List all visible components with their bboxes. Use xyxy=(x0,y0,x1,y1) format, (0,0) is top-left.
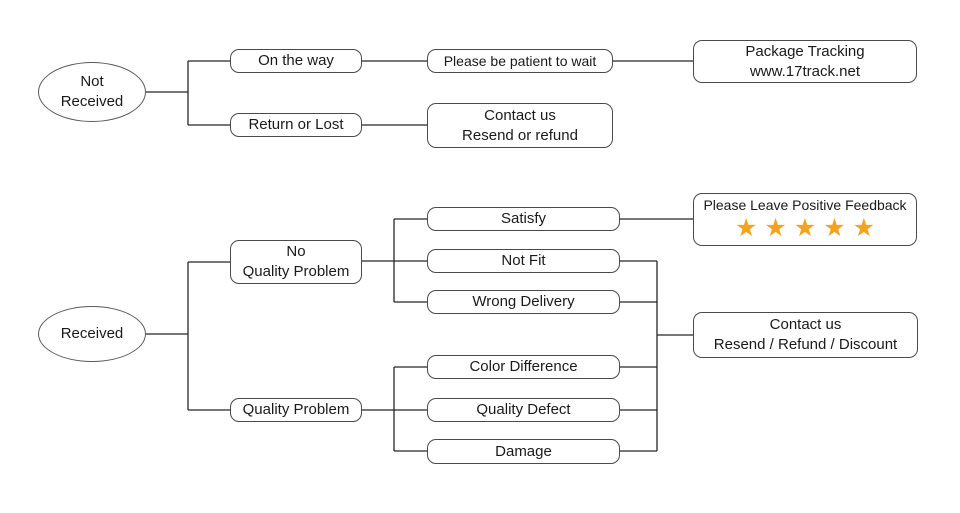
node-color-difference-label: Color Difference xyxy=(469,358,578,375)
node-damage: Damage xyxy=(427,439,620,464)
node-color-difference: Color Difference xyxy=(427,355,620,379)
node-quality-problem-label: Quality Problem xyxy=(242,401,350,418)
connectors-right-merge xyxy=(620,218,693,452)
node-received: Received xyxy=(38,306,146,362)
node-contact-resend-refund-line2: Resend or refund xyxy=(462,126,578,144)
connectors-not-received-branch xyxy=(146,60,693,126)
node-positive-feedback-title: Please Leave Positive Feedback xyxy=(703,197,907,213)
node-contact-discount-line2: Resend / Refund / Discount xyxy=(713,336,898,353)
node-wrong-delivery-label: Wrong Delivery xyxy=(472,293,575,310)
star-rating-icon: ★★★★★ xyxy=(734,214,883,242)
node-positive-feedback: Please Leave Positive Feedback ★★★★★ xyxy=(693,193,917,246)
node-no-quality-problem: No Quality Problem xyxy=(230,240,362,284)
node-be-patient: Please be patient to wait xyxy=(427,49,613,73)
node-wrong-delivery: Wrong Delivery xyxy=(427,290,620,314)
node-package-tracking: Package Tracking www.17track.net xyxy=(693,40,917,83)
node-not-fit: Not Fit xyxy=(427,249,620,273)
node-received-label: Received xyxy=(60,325,124,342)
node-not-received-label-line2: Received xyxy=(60,93,124,110)
node-no-quality-problem-line2: Quality Problem xyxy=(242,263,350,280)
node-no-quality-problem-line1: No xyxy=(286,243,306,260)
node-be-patient-label: Please be patient to wait xyxy=(443,53,597,69)
node-package-tracking-line1: Package Tracking xyxy=(745,42,865,60)
connectors-no-quality-branch xyxy=(362,218,427,303)
node-on-the-way: On the way xyxy=(230,49,362,73)
node-satisfy: Satisfy xyxy=(427,207,620,231)
node-package-tracking-url: www.17track.net xyxy=(749,62,861,80)
node-damage-label: Damage xyxy=(495,442,552,460)
node-return-or-lost: Return or Lost xyxy=(230,113,362,137)
node-not-fit-label: Not Fit xyxy=(501,252,546,269)
node-quality-defect-label: Quality Defect xyxy=(476,401,571,418)
node-contact-resend-refund-line1: Contact us xyxy=(484,106,556,124)
node-return-or-lost-label: Return or Lost xyxy=(248,116,344,133)
connectors-received-branch xyxy=(146,261,230,411)
node-contact-resend-refund: Contact us Resend or refund xyxy=(427,103,613,148)
node-quality-problem: Quality Problem xyxy=(230,398,362,422)
node-not-received-label-line1: Not xyxy=(80,73,104,90)
node-satisfy-label: Satisfy xyxy=(500,210,546,227)
node-quality-defect: Quality Defect xyxy=(427,398,620,422)
node-contact-discount-line1: Contact us xyxy=(769,316,842,333)
connectors-quality-branch xyxy=(362,366,427,452)
node-not-received: Not Received xyxy=(38,62,146,122)
node-on-the-way-label: On the way xyxy=(258,52,334,69)
node-contact-discount: Contact us Resend / Refund / Discount xyxy=(693,312,918,358)
